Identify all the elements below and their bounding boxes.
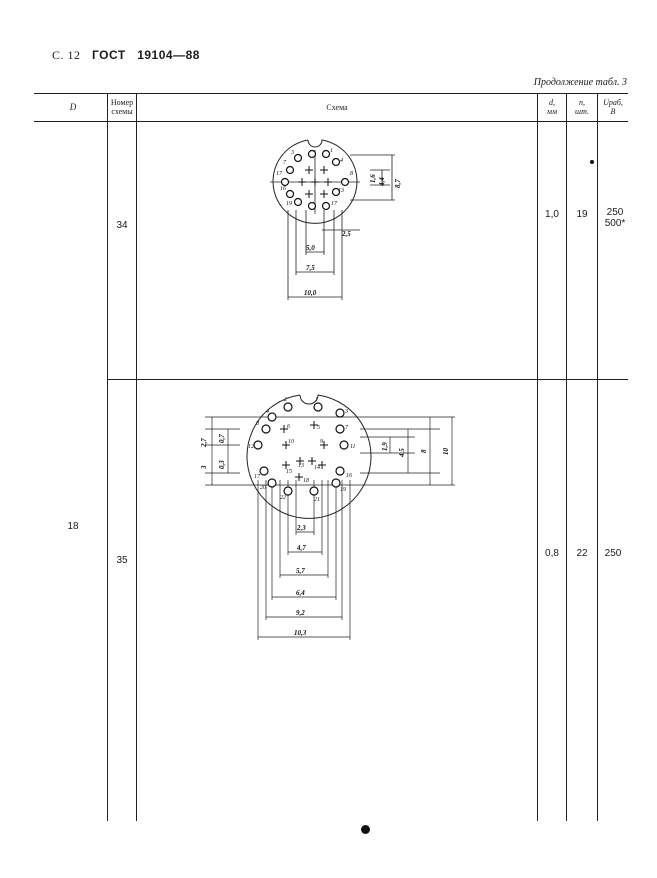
row1-u-line1: 250 <box>606 207 624 218</box>
table-top-border <box>34 93 628 94</box>
pin-label: 4 <box>340 157 343 164</box>
col-divider-4 <box>566 93 567 821</box>
pin-label: 6 <box>287 424 290 430</box>
header-d-mm: d, мм <box>538 98 566 116</box>
dim-label: 6,4 <box>296 589 305 597</box>
dim-label: 1,6 <box>369 174 377 183</box>
connector-diagram-34: 3 1 7 4 17 8 16 13 19 17 1,6 4,4 8,7 2,5… <box>270 139 402 300</box>
header-d-mm-line2: мм <box>546 107 558 116</box>
pin-label: 18 <box>303 478 309 484</box>
pin-label: 13 <box>338 188 344 194</box>
scan-speck <box>590 160 594 164</box>
pin-label: 7 <box>283 160 287 166</box>
dim-label: 10,3 <box>294 629 307 637</box>
header-d: D <box>69 102 77 112</box>
scan-speck <box>361 825 370 834</box>
pin-label: 21 <box>314 497 320 503</box>
header-u: Uраб, В <box>598 98 628 116</box>
pin-label: 2 <box>284 397 287 403</box>
pin-label: 14 <box>314 464 320 471</box>
dim-label: 8 <box>420 449 428 453</box>
dim-label: 4,4 <box>378 177 386 187</box>
header-n: n, шт. <box>567 98 597 116</box>
connector-outline-35 <box>246 394 372 519</box>
row1-u: 250 500* <box>598 207 632 229</box>
row2-d: 0,8 <box>545 548 559 559</box>
pin-label: 5 <box>317 425 320 431</box>
dim-label: 2,7 <box>200 438 208 448</box>
dim-label: 2,3 <box>296 524 306 532</box>
pin-label: 3 <box>344 409 348 415</box>
page-number: С. 12 <box>52 48 81 62</box>
dim-label: 10 <box>442 448 450 456</box>
row1-n: 19 <box>576 209 588 220</box>
dim-label: 5,7 <box>296 567 305 575</box>
pin-label: 3 <box>290 150 294 156</box>
pin-label: 8 <box>256 421 259 427</box>
pin-label: 22 <box>280 495 286 501</box>
page-header: С. 12 ГОСТ 19104—88 <box>52 48 200 63</box>
row1-d: 1,0 <box>545 209 559 220</box>
dim-label: 4,5 <box>398 448 406 458</box>
header-bottom-border <box>34 121 628 122</box>
dim-label: 2,5 <box>341 230 351 238</box>
header-scheme: Схема <box>326 103 348 112</box>
row2-n: 22 <box>576 548 588 559</box>
dim-label: 3 <box>200 465 208 470</box>
pin-label: 17 <box>276 171 283 177</box>
dim-label: 10,0 <box>304 289 317 297</box>
col-divider-1 <box>107 93 108 821</box>
pin-label: 1 <box>330 148 333 154</box>
pin-label: 12 <box>248 444 254 450</box>
connector-outline-34 <box>272 139 358 224</box>
pin-label: 15 <box>286 469 292 475</box>
pin-label: 1 <box>315 397 318 403</box>
standard-label: ГОСТ <box>92 48 126 62</box>
pin-label: 19 <box>286 201 292 207</box>
pin-label: 19 <box>340 487 346 493</box>
col-divider-5 <box>597 93 598 821</box>
row1-scheme-no: 34 <box>116 220 128 231</box>
pin-label: 16 <box>346 473 352 479</box>
continuation-label: Продолжение табл. 3 <box>533 77 627 88</box>
pin-label: 8 <box>350 171 353 177</box>
dim-label: 9,2 <box>296 609 305 617</box>
dim-label: 5,0 <box>306 244 315 252</box>
header-scheme-no: Номер схемы <box>108 98 136 116</box>
header-scheme-no-line2: схемы <box>111 107 133 116</box>
dim-label: 4,7 <box>296 544 306 552</box>
header-n-line2: шт. <box>575 107 589 116</box>
header-u-line1: Uраб, <box>603 98 623 107</box>
pin-label: 20 <box>260 485 266 491</box>
group-d-value: 18 <box>67 521 79 532</box>
pin-label: 16 <box>280 186 286 192</box>
pin-label: 9 <box>320 439 323 445</box>
col-divider-2 <box>136 93 137 821</box>
pin-label: 17 <box>254 474 261 480</box>
row-divider <box>107 379 628 380</box>
pin-label: 13 <box>298 463 304 469</box>
col-divider-3 <box>537 93 538 821</box>
header-d-mm-line1: d, <box>549 98 555 107</box>
pin-label: 4 <box>266 408 269 415</box>
header-scheme-no-line1: Номер <box>110 98 134 107</box>
connector-diagram-35: 2 1 4 3 8 6 5 7 10 9 12 11 13 14 15 16 1… <box>200 394 455 640</box>
dim-label: 7,5 <box>306 264 315 272</box>
pin-label: 7 <box>345 425 349 431</box>
standard-number: 19104—88 <box>137 48 200 62</box>
pin-label: 17 <box>331 201 338 207</box>
dim-label: 1,9 <box>381 442 389 451</box>
header-u-line2: В <box>610 107 616 116</box>
header-n-line1: n, <box>579 98 585 107</box>
dim-label: 0,7 <box>218 434 226 443</box>
pin-label: 10 <box>288 439 294 445</box>
row1-u-line2: 500* <box>604 218 626 229</box>
row2-u: 250 <box>604 548 622 559</box>
dim-label: 0,3 <box>218 460 226 469</box>
row2-scheme-no: 35 <box>116 555 128 566</box>
pin-label: 11 <box>350 444 356 450</box>
dim-label: 8,7 <box>394 179 402 188</box>
